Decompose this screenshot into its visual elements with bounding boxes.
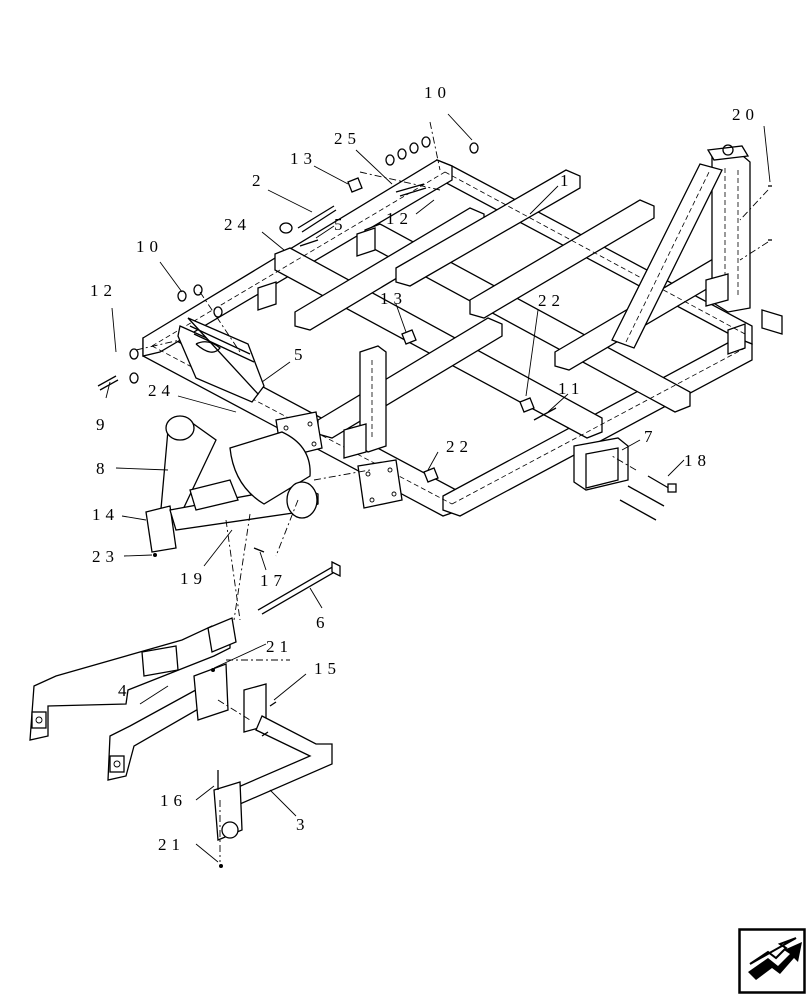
callout-19: 19 xyxy=(180,569,207,588)
callout-10a: 10 xyxy=(424,83,451,102)
hitch-bracket-plates xyxy=(177,317,265,403)
callout-22b: 22 xyxy=(446,437,473,456)
hardware-items xyxy=(97,136,772,868)
callout-24b: 24 xyxy=(148,381,175,400)
callout-23: 23 xyxy=(92,547,119,566)
callout-20: 20 xyxy=(732,105,759,124)
lower-frame-part-4 xyxy=(29,617,237,781)
bolts-part-18 xyxy=(619,475,677,521)
leader-lines xyxy=(105,113,771,863)
callout-22a: 22 xyxy=(538,291,565,310)
callout-24a: 24 xyxy=(224,215,251,234)
lower-arm-part-3 xyxy=(213,683,333,841)
long-bolt-part-6 xyxy=(257,560,341,615)
callout-15: 15 xyxy=(314,659,341,678)
callout-21b: 21 xyxy=(158,835,185,854)
callout-2: 2 xyxy=(252,171,266,190)
callout-8: 8 xyxy=(96,459,110,478)
socket-part-7 xyxy=(573,437,629,491)
callout-3: 3 xyxy=(296,815,310,834)
callout-25: 25 xyxy=(334,129,361,148)
callout-13b: 13 xyxy=(380,289,407,308)
callout-21a: 21 xyxy=(266,637,293,656)
callout-10b: 10 xyxy=(136,237,163,256)
callout-11: 11 xyxy=(558,379,584,398)
mast-assembly xyxy=(611,144,751,349)
callout-14: 14 xyxy=(92,505,119,524)
callout-5b: 5 xyxy=(294,345,308,364)
callout-6: 6 xyxy=(316,613,330,632)
callout-9: 9 xyxy=(96,415,110,434)
next-page-arrow-icon[interactable] xyxy=(738,928,806,994)
callout-labels: 1 2 3 4 5 5 6 7 8 9 10 10 11 12 12 13 13… xyxy=(90,83,759,854)
callout-17: 17 xyxy=(260,571,287,590)
assembly-lines xyxy=(135,121,769,862)
callout-1: 1 xyxy=(560,171,574,190)
callout-16: 16 xyxy=(160,791,187,810)
callout-12b: 12 xyxy=(90,281,117,300)
hitch-frame-part-8 xyxy=(145,415,319,553)
callout-13a: 13 xyxy=(290,149,317,168)
callout-7: 7 xyxy=(644,427,658,446)
callout-5a: 5 xyxy=(334,215,348,234)
callout-4: 4 xyxy=(118,681,132,700)
callout-12a: 12 xyxy=(386,209,413,228)
callout-18: 18 xyxy=(684,451,711,470)
